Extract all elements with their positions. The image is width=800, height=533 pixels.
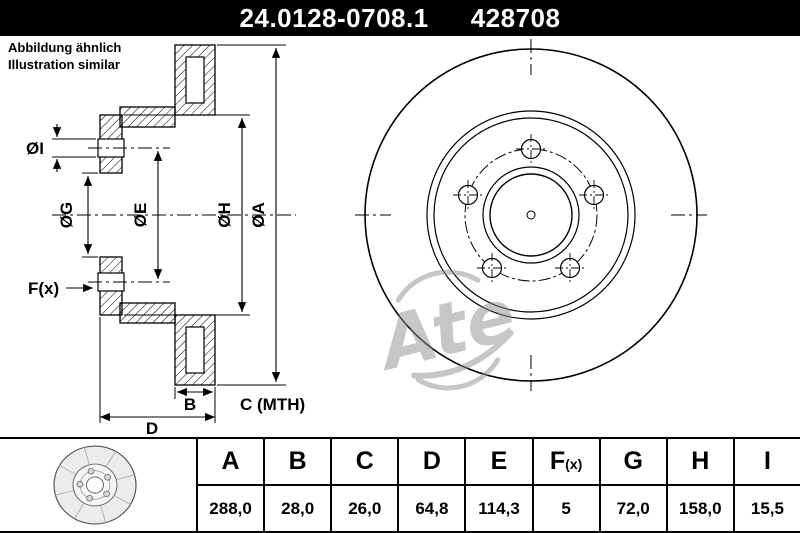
spec-col-header-c: C — [332, 439, 398, 484]
disc-thumbnail-cell — [0, 439, 198, 531]
spec-value-f: 5 — [533, 486, 599, 531]
spec-col-header-d: D — [399, 439, 465, 484]
col-label-sub: (x) — [565, 455, 583, 472]
spec-table: A B C D E F(x) G H I 288,0 28,0 26,0 64,… — [0, 437, 800, 533]
spec-value-c: 26,0 — [332, 486, 398, 531]
center-mark — [526, 210, 536, 220]
dim-label-dia-g: ØG — [57, 202, 76, 228]
quadrant-centerlines — [355, 39, 707, 391]
col-label: C — [355, 447, 374, 475]
dimension-lines: ØI ØG ØE ØH ØA F(x) B C (MTH) D — [26, 44, 305, 437]
spec-col-header-a: A — [198, 439, 264, 484]
ate-logo-watermark: Ate — [367, 269, 523, 391]
hat-web-bottom — [119, 302, 176, 324]
disc-thumbnail — [53, 445, 137, 525]
disc-thumb-bolt-holes — [76, 468, 112, 502]
cross-section-view — [52, 44, 296, 386]
col-label: E — [490, 447, 508, 475]
center-bore-circle — [489, 173, 573, 257]
dim-label-c-mth: C (MTH) — [240, 395, 305, 414]
dim-label-dia-i: ØI — [26, 139, 44, 158]
spec-value-h: 158,0 — [667, 486, 733, 531]
col-label: A — [221, 447, 240, 475]
header-bar: 24.0128-0708.1 428708 — [0, 0, 800, 36]
col-label: I — [763, 447, 771, 475]
spec-col-header-h: H — [667, 439, 733, 484]
dim-label-f: F(x) — [28, 279, 59, 298]
dim-label-dia-e: ØE — [131, 203, 150, 228]
friction-band-inner-circle — [426, 110, 636, 320]
spec-value-e: 114,3 — [466, 486, 532, 531]
disclaimer-line-en: Illustration similar — [8, 56, 120, 72]
spec-value-a: 288,0 — [198, 486, 264, 531]
spec-value-i: 15,5 — [734, 486, 800, 531]
ate-logo-swoosh — [411, 329, 514, 379]
disclaimer-line-de: Abbildung ähnlich — [8, 40, 122, 55]
reference-number: 428708 — [470, 3, 561, 33]
dim-label-dia-a: ØA — [249, 202, 268, 228]
dim-label-d: D — [146, 419, 158, 437]
bolt-hole-centermarks — [453, 134, 609, 283]
spec-col-header-f: F(x) — [533, 439, 599, 484]
col-label: D — [422, 447, 441, 475]
ate-logo-circle — [395, 269, 501, 391]
spec-value-b: 28,0 — [265, 486, 331, 531]
spec-col-header-e: E — [466, 439, 532, 484]
vent-channel-top — [185, 56, 205, 104]
wheel-bolt-holes — [457, 138, 605, 279]
disc-thumb-hatching — [55, 447, 135, 523]
col-label: G — [623, 447, 643, 475]
spec-value-d: 64,8 — [399, 486, 465, 531]
front-view — [355, 39, 707, 391]
disclaimer: Abbildung ähnlich Illustration similar — [8, 40, 121, 74]
hub-chamfer-circle — [482, 166, 580, 264]
centerlines — [52, 147, 296, 283]
dimension-labels: ØI ØG ØE ØH ØA F(x) B C (MTH) D — [26, 139, 305, 437]
spec-grid: A B C D E F(x) G H I 288,0 28,0 26,0 64,… — [198, 439, 800, 531]
spec-col-header-i: I — [734, 439, 800, 484]
hat-transition-circle — [433, 117, 629, 313]
col-label: B — [288, 447, 307, 475]
spec-col-header-b: B — [265, 439, 331, 484]
technical-drawing: ØI ØG ØE ØH ØA F(x) B C (MTH) D — [26, 39, 707, 437]
hat-web-top — [119, 106, 176, 128]
dim-label-b: B — [184, 395, 196, 414]
spec-value-g: 72,0 — [600, 486, 666, 531]
col-label: F — [549, 447, 566, 475]
dim-label-dia-h: ØH — [215, 202, 234, 228]
spec-col-header-g: G — [600, 439, 666, 484]
col-label: H — [691, 447, 710, 475]
vent-channel-bottom — [185, 326, 205, 374]
part-number: 24.0128-0708.1 — [239, 3, 429, 33]
